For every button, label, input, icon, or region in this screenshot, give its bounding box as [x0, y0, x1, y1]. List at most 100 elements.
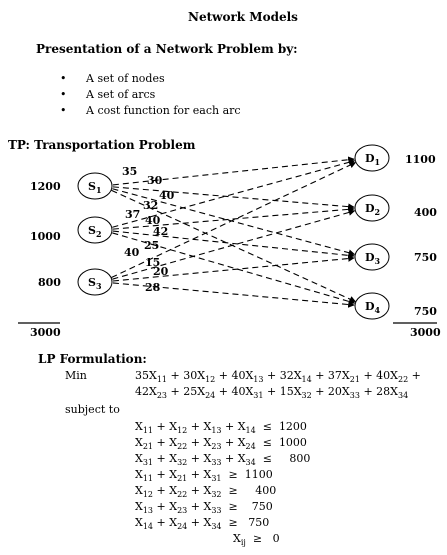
formula-subscript: 31	[142, 458, 154, 468]
formula-subscript: 33	[211, 506, 222, 516]
formula-subscript: 31	[253, 391, 264, 401]
formula-term: + X	[221, 436, 246, 449]
formula-subscript: 13	[142, 506, 154, 516]
formula-term: 42X	[135, 385, 157, 398]
formula-subscript: 34	[398, 391, 409, 401]
formula-term: + X	[153, 484, 178, 497]
formula-subscript: 14	[301, 375, 312, 385]
destination-node-label: D2	[365, 202, 380, 217]
formula-subscript: 22	[177, 442, 188, 452]
arc-cost-label: 30	[147, 174, 163, 187]
formula-term: + 32X	[263, 369, 302, 382]
formula-term: ≤ 1200	[255, 420, 307, 433]
source-node-label: S2	[88, 224, 102, 239]
formula-term: + X	[187, 468, 212, 481]
arc-cost-label: 42	[153, 225, 168, 238]
arc-cost-label: 28	[145, 281, 161, 294]
formula-subscript: 34	[211, 522, 222, 532]
arc-cost-label: 20	[153, 265, 169, 278]
formula-subscript: 24	[177, 522, 188, 532]
formula-term: + X	[153, 452, 178, 465]
formula-term: + 20X	[311, 385, 350, 398]
formula-term: + 40X	[359, 369, 398, 382]
bullet-item: •A set of arcs	[60, 88, 156, 101]
formula-subscript: 33	[211, 458, 222, 468]
constraint-row: X11 + X12 + X13 + X14 ≤ 1200	[135, 420, 310, 436]
formula-term: + 40X	[215, 385, 254, 398]
arc-s2-d3	[112, 230, 355, 259]
formula-term: + 25X	[167, 385, 206, 398]
formula-subscript: 24	[245, 442, 256, 452]
destination-node-3	[354, 243, 390, 271]
demand-value: 400	[414, 206, 437, 219]
objective-line-2: 42X23 + 25X24 + 40X31 + 15X32 + 20X33 + …	[135, 385, 409, 401]
formula-subscript: 11	[142, 474, 154, 484]
formula-term: + X	[187, 452, 212, 465]
formula-term: +	[408, 369, 421, 382]
formula-term: X	[135, 468, 143, 481]
supply-value: 800	[38, 276, 61, 289]
presentation-heading: Presentation of a Network Problem by:	[36, 42, 298, 56]
bullet-item: •A cost function for each arc	[60, 104, 241, 117]
formula-term: + X	[153, 516, 178, 529]
formula-term: X	[135, 420, 143, 433]
formula-term: + X	[153, 420, 178, 433]
formula-term: + X	[187, 516, 212, 529]
formula-subscript: 12	[177, 426, 188, 436]
formula-subscript: 22	[398, 375, 409, 385]
source-node-3	[77, 268, 113, 296]
formula-subscript: 23	[211, 442, 222, 452]
formula-term: + X	[187, 484, 212, 497]
formula-term: ≥ 750	[221, 516, 270, 529]
arc-s1-d4	[111, 189, 357, 303]
tp-heading: TP: Transportation Problem	[8, 138, 196, 152]
formula-term: + X	[153, 468, 178, 481]
formula-term: ≤ 1000	[255, 436, 307, 449]
formula-subscript: 32	[177, 458, 188, 468]
formula-term: + X	[221, 452, 246, 465]
subject-to-label: subject to	[65, 403, 120, 416]
bullet-item: •A set of nodes	[60, 72, 165, 85]
formula-subscript: 22	[177, 490, 188, 500]
formula-term: + 40X	[215, 369, 254, 382]
arc-s3-d4	[112, 282, 355, 308]
formula-subscript: 23	[177, 506, 188, 516]
formula-subscript: 23	[156, 391, 168, 401]
destination-node-4	[354, 292, 390, 320]
arc-s1-d2	[112, 186, 355, 210]
supply-value: 1200	[30, 180, 61, 193]
formula-term: + X	[187, 500, 212, 513]
formula-subscript: 13	[211, 426, 222, 436]
formula-subscript: 33	[349, 391, 360, 401]
arc-s2-d2	[112, 206, 355, 230]
formula-subscript: 24	[205, 391, 216, 401]
arc-cost-label: 35	[122, 165, 137, 178]
formula-subscript: 14	[142, 522, 154, 532]
demand-value: 1100	[405, 153, 436, 166]
arc-s3-d3	[112, 255, 355, 282]
arc-s1-d3	[112, 188, 356, 256]
formula-term: X	[233, 532, 241, 545]
formula-term: ≥ 400	[221, 484, 277, 497]
formula-term: X	[135, 500, 143, 513]
formula-term: + 30X	[167, 369, 206, 382]
formula-term: ≥ 1100	[221, 468, 273, 481]
destination-node-label: D1	[365, 152, 380, 167]
formula-subscript: 13	[253, 375, 264, 385]
bullet-list: •A set of nodes •A set of arcs •A cost f…	[60, 72, 241, 120]
formula-subscript: 32	[211, 490, 222, 500]
constraint-row: X21 + X22 + X23 + X24 ≤ 1000	[135, 436, 310, 452]
constraint-row: Xij ≥ 0	[135, 532, 310, 548]
formula-term: + X	[153, 500, 178, 513]
constraint-row: X31 + X32 + X33 + X34 ≤ 800	[135, 452, 310, 468]
constraint-row: X14 + X24 + X34 ≥ 750	[135, 516, 310, 532]
formula-term: + X	[187, 420, 212, 433]
arc-s2-d1	[112, 159, 356, 228]
arc-cost-label: 37	[125, 208, 140, 221]
formula-subscript: 21	[349, 375, 360, 385]
doc-title: Network Models	[188, 10, 298, 24]
formula-subscript: ij	[240, 538, 246, 548]
formula-term: ≥ 0	[245, 532, 280, 545]
destination-node-2	[354, 194, 390, 222]
